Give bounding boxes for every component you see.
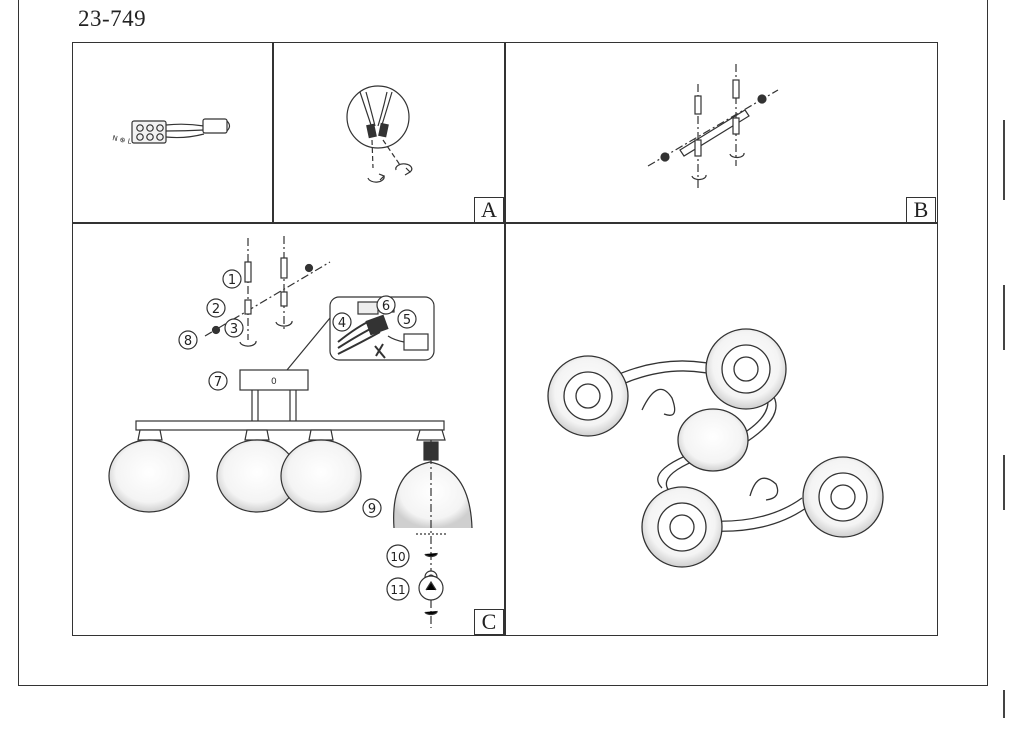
callout-5: 5	[397, 309, 417, 329]
glass-shade-icon	[280, 429, 362, 513]
callout-7: 7	[208, 371, 228, 391]
callout-8: 8	[178, 330, 198, 350]
callout-11: 11	[386, 577, 410, 601]
svg-text:4: 4	[338, 316, 346, 331]
svg-text:7: 7	[214, 375, 222, 390]
callout-4: 4	[332, 312, 352, 332]
svg-text:1: 1	[228, 273, 236, 288]
svg-text:11: 11	[390, 583, 405, 597]
fixture-top-view-icon	[547, 328, 884, 568]
callout-1: 1	[222, 269, 242, 289]
panel-b-label: B	[906, 197, 936, 223]
canopy-mark: 0	[271, 377, 277, 387]
callout-2: 2	[206, 298, 226, 318]
page-frame	[18, 0, 988, 686]
terminal-block-icon	[131, 118, 231, 144]
glass-shade-exploded-icon	[393, 429, 473, 628]
svg-text:10: 10	[390, 550, 405, 564]
panel-c-label: C	[474, 609, 504, 635]
svg-text:5: 5	[403, 313, 411, 328]
panel-a-label: A	[474, 197, 504, 223]
panel-b	[504, 42, 938, 224]
terminal-block-marks: N ⊕ L	[112, 134, 133, 146]
glass-shade-icon	[108, 429, 190, 513]
svg-text:8: 8	[184, 334, 192, 349]
panel-terminal	[72, 42, 274, 224]
callout-6: 6	[376, 295, 396, 315]
right-edge-mark	[1003, 690, 1005, 718]
fixture-body-icon	[135, 369, 445, 431]
panel-c	[72, 222, 506, 636]
glass-shade-icon	[216, 429, 298, 513]
svg-text:2: 2	[212, 302, 220, 317]
right-edge-mark	[1003, 120, 1005, 200]
ceiling-mount-assembly-icon	[204, 236, 331, 371]
svg-text:3: 3	[230, 322, 238, 337]
right-edge-mark	[1003, 285, 1005, 350]
panel-a	[272, 42, 506, 224]
svg-text:9: 9	[368, 502, 376, 517]
panel-d	[504, 222, 938, 636]
callout-9: 9	[362, 498, 382, 518]
mounting-bracket-icon	[647, 64, 779, 190]
document-code: 23-749	[78, 6, 147, 31]
callout-10: 10	[386, 544, 410, 568]
wire-connection-detail-icon	[346, 85, 413, 183]
callout-3: 3	[224, 318, 244, 338]
right-edge-mark	[1003, 455, 1005, 510]
svg-text:6: 6	[382, 299, 390, 314]
